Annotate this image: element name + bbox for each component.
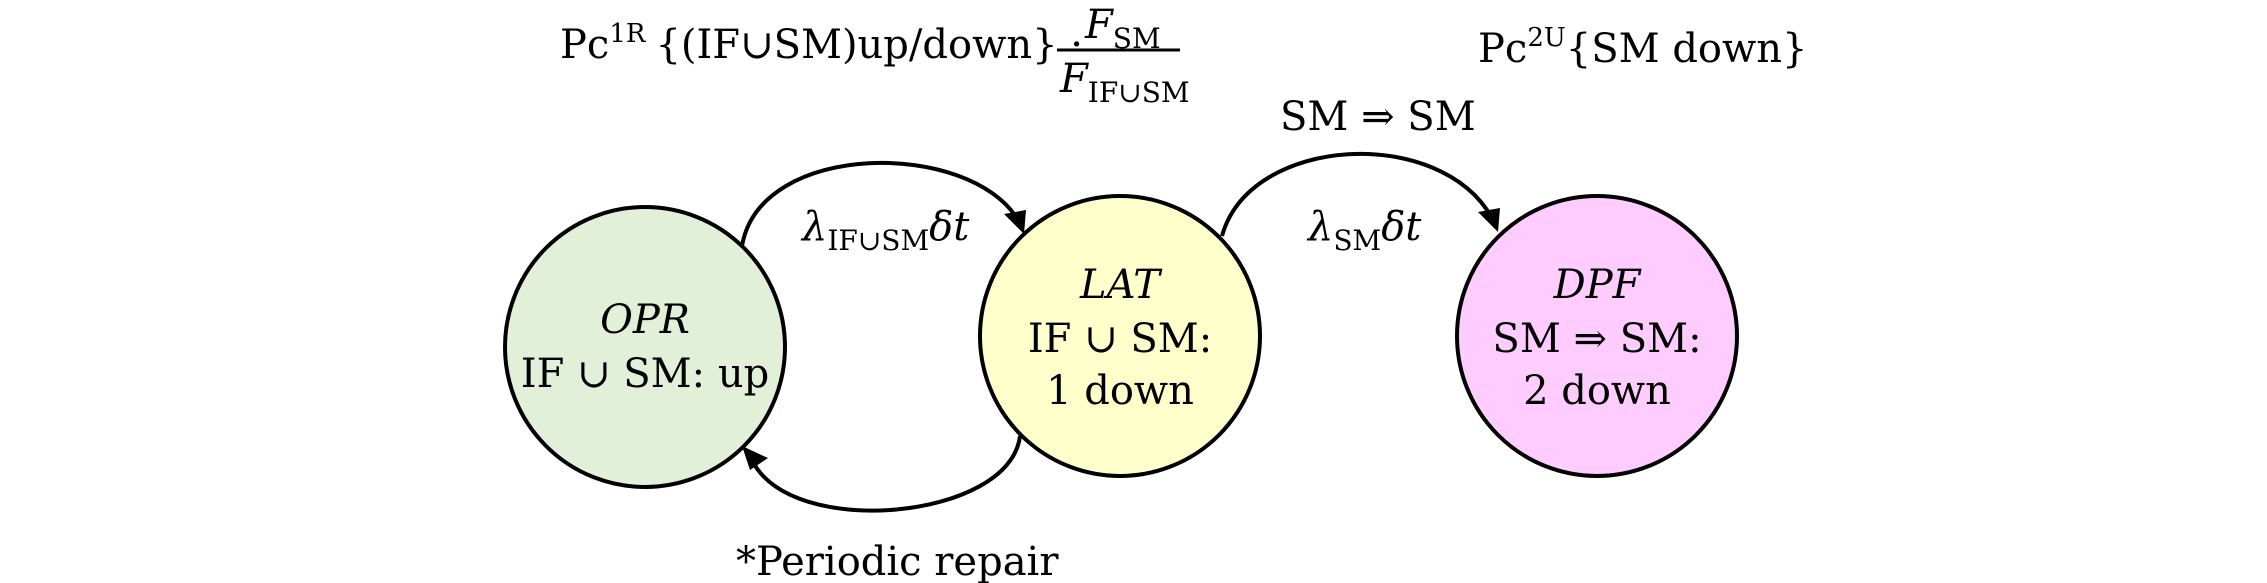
repair-label: *Periodic repair [736, 539, 1059, 583]
transition-lat-to-opr: *Periodic repair [736, 435, 1059, 583]
state-dpf-circle [1455, 194, 1739, 478]
formula-left-numerator: FSM [1084, 2, 1161, 55]
state-opr-line1: IF ∪ SM: up [521, 351, 769, 397]
arrowhead-lat-to-dpf [1478, 208, 1500, 232]
state-lat: LAT IF ∪ SM: 1 down [978, 194, 1262, 478]
state-opr-circle [503, 205, 787, 489]
state-opr: OPR IF ∪ SM: up [503, 205, 787, 489]
path-label-lat-to-dpf: SM ⇒ SM [1280, 94, 1476, 140]
state-lat-circle [978, 194, 1262, 478]
arc-lat-to-opr [750, 435, 1022, 513]
state-opr-name: OPR [600, 297, 690, 343]
formula-left-body: {(IF∪SM)up/down} · [655, 22, 1083, 68]
formula-left-den-sub: IF∪SM [1088, 76, 1190, 109]
transition-lat-to-dpf: SM ⇒ SM λSMδt [1220, 94, 1500, 257]
formula-right-body: {SM down} [1566, 26, 1808, 72]
formula-right-sup: 2U [1527, 23, 1565, 53]
rate-suffix: δt [929, 204, 970, 250]
transition-opr-to-lat: λIF∪SMδt [740, 160, 1026, 257]
state-dpf-line1: SM ⇒ SM: [1492, 316, 1701, 362]
formula-right-main: Pc2U{SM down} [1478, 23, 1807, 72]
rate-sub: IF∪SM [827, 224, 929, 257]
rate-symbol: λ [800, 204, 827, 250]
formula-left-prefix: Pc [560, 22, 609, 68]
rate-suffix: δt [1381, 204, 1422, 250]
state-dpf-line2: 2 down [1523, 368, 1671, 414]
formula-left-den-var: F [1059, 56, 1089, 102]
formula-left-denominator: FIF∪SM [1059, 56, 1190, 109]
arc-opr-to-lat [740, 160, 1020, 247]
arrowhead-opr-to-lat [1004, 210, 1026, 234]
arrowhead-lat-to-opr [742, 446, 768, 470]
formula-left-num-var: F [1084, 2, 1114, 48]
rate-label-opr-to-lat: λIF∪SMδt [800, 204, 970, 257]
state-lat-line2: 1 down [1046, 368, 1194, 414]
formula-left-sup: 1R [609, 19, 647, 49]
rate-label-lat-to-dpf: λSMδt [1306, 204, 1422, 257]
formula-left-main: Pc1R {(IF∪SM)up/down} · [560, 19, 1083, 68]
rate-symbol: λ [1306, 204, 1333, 250]
state-dpf: DPF SM ⇒ SM: 2 down [1455, 194, 1739, 478]
formula-right-prefix: Pc [1478, 26, 1527, 72]
arc-lat-to-dpf [1220, 151, 1494, 237]
state-lat-line1: IF ∪ SM: [1028, 316, 1212, 362]
state-dpf-name: DPF [1553, 262, 1642, 308]
rate-sub: SM [1333, 224, 1381, 257]
formula-left: Pc1R{(IF∪SM)up/down} · FSM FIF∪SM [560, 2, 1190, 109]
state-lat-name: LAT [1079, 262, 1163, 308]
formula-right: Pc2U{SM down} [1478, 23, 1807, 72]
